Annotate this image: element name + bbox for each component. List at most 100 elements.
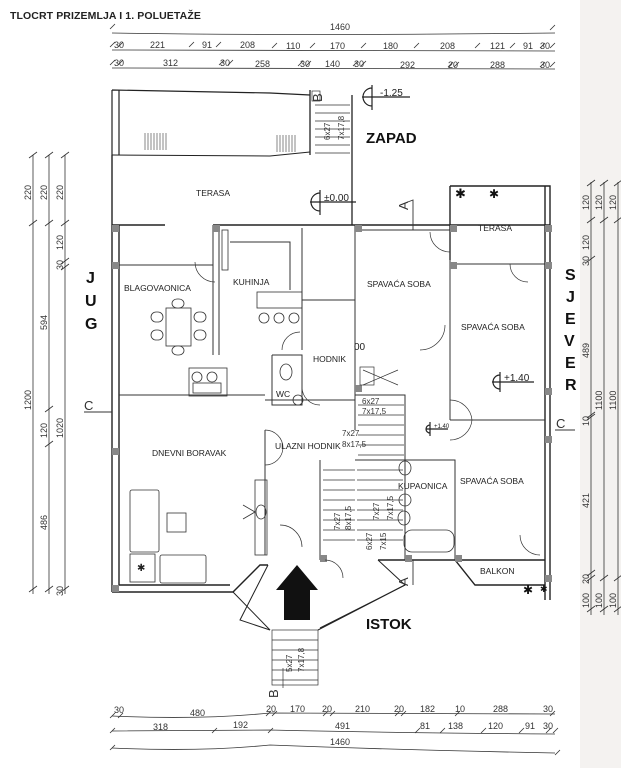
dim-right-out-0: 120 [608,195,618,210]
left-dimension-lines [28,151,70,594]
plant-icon: ✱ [540,584,548,594]
plant-icon: ✱ [455,186,466,201]
level-bedroom: +1.40 [504,373,530,384]
kitchen-island [221,229,303,324]
dim-bot-r1-7: 182 [420,704,435,714]
stair-lower-e: 7x15 [379,532,388,550]
top-dimension-ticks [109,23,556,68]
stair-inner-b: 7x17,5 [362,407,387,416]
dim-right-in-4: 10 [581,416,591,426]
dim-right-in-1: 120 [581,235,591,250]
dim-right-out-2: 100 [608,593,618,608]
dim-bot-r2-5: 120 [488,721,503,731]
dim-right-out-1: 1100 [608,391,618,410]
level-markers [310,85,534,436]
dim-bot-r2-0: 318 [153,722,168,732]
dim-bot-r1-0: 30 [114,705,124,715]
section-marker-b-bottom: B [266,689,281,698]
dim-left-mid-0: 220 [39,185,49,200]
right-dimension-labels: 120 120 30 489 10 421 20 100 120 1100 10… [581,195,618,608]
compass-north: S J E V E R [564,267,577,394]
dim-bot-r1-3: 170 [290,704,305,714]
compass-north-letter: S [565,267,576,284]
dim-right-mid-2: 100 [594,593,604,608]
west-stair [311,90,350,154]
dim-right-in-5: 421 [581,493,591,508]
dim-top-r2-3: 258 [255,59,270,69]
kitchen-appliances [188,367,228,397]
dim-top-r1-5: 170 [330,41,345,51]
dim-bot-r1-8: 10 [455,704,465,714]
dim-left-mid-3: 486 [39,515,49,530]
stair-inner-d: 8x17,5 [342,440,367,449]
dim-bot-total: 1460 [330,737,350,747]
dim-bot-r1-9: 288 [493,704,508,714]
dim-top-r2-2: 30 [220,58,230,68]
dining-table [150,298,207,356]
room-blagovaonica: BLAGOVAONICA [124,283,191,293]
dim-right-in-7: 100 [581,593,591,608]
plant-icon: ✱ [489,187,499,201]
section-lines [84,199,575,585]
dim-left-outer-0: 220 [23,185,33,200]
dim-right-mid-0: 120 [594,195,604,210]
stair-west-a: 6x27 [323,122,332,140]
dim-right-in-6: 20 [581,574,591,584]
dim-top-total: 1460 [330,22,350,32]
dim-bot-r2-7: 30 [543,721,553,731]
dim-left-in-3: 1020 [55,418,65,438]
room-kupaonica: KUPAONICA [398,481,448,491]
dim-top-r2-7: 292 [400,60,415,70]
stair-inner-a: 6x27 [362,397,380,406]
room-wc: WC [276,389,290,399]
compass-north-letter: R [565,377,577,394]
wall-columns [112,225,552,592]
dim-left-mid-2: 120 [39,423,49,438]
dim-left-in-1: 120 [55,235,65,250]
compass-south: J U G [85,270,97,333]
compass-north-letter: E [565,311,576,328]
level-partial: 00 [354,342,366,353]
dim-right-in-2: 30 [581,256,591,266]
room-ulazni-hodnik: ULAZNI HODNIK [275,441,341,451]
dim-left-outer-1: 1200 [23,390,33,410]
dim-left-in-0: 220 [55,185,65,200]
entrance-arrow-icon [276,565,318,620]
dim-bot-r1-10: 30 [543,704,553,714]
dim-top-r1-4: 110 [286,41,300,51]
interior-walls [119,225,545,560]
right-dimension-lines [586,179,621,615]
section-marker-a-bottom: A [396,577,411,586]
wc-fixtures [279,363,304,406]
room-hodnik: HODNIK [313,354,346,364]
room-spavaca-1: SPAVAĆA SOBA [367,279,431,289]
dim-top-r1-0: 30 [114,40,124,50]
dim-top-r2-0: 30 [114,58,124,68]
compass-south-letter: G [85,316,97,333]
dim-top-r1-8: 121 [490,41,505,51]
stair-east-a: 5x27 [285,654,294,672]
stair-lower-a: 7x27 [333,512,342,530]
paper-edge [580,0,621,768]
dim-top-r2-6: 30 [354,59,364,69]
left-dimension-labels: 220 1200 220 594 120 486 220 120 30 1020… [23,185,65,596]
bottom-dimension-labels: 30 480 20 170 20 210 20 182 10 288 30 31… [114,704,553,747]
dim-left-mid-1: 594 [39,315,49,330]
room-spavaca-2: SPAVAĆA SOBA [461,322,525,332]
room-terasa-north: TERASA [478,223,512,233]
stair-west-b: 7x17,8 [337,115,346,140]
room-dnevni-boravak: DNEVNI BORAVAK [152,448,227,458]
dim-top-r2-9: 288 [490,60,505,70]
dim-top-r2-8: 20 [448,60,458,70]
compass-north-letter: E [565,355,576,372]
stair-lower-d: 7x27 [372,502,381,520]
dim-top-r1-1: 221 [150,40,165,50]
compass-south-letter: U [85,293,97,310]
dim-left-in-4: 30 [55,586,65,596]
room-terasa-west: TERASA [196,188,230,198]
bathroom-fixtures [397,460,455,553]
bottom-dimension-lines [109,710,561,756]
compass-east: ISTOK [366,616,412,633]
entry-stair [271,629,319,688]
dim-top-r2-4: 30 [300,59,310,69]
